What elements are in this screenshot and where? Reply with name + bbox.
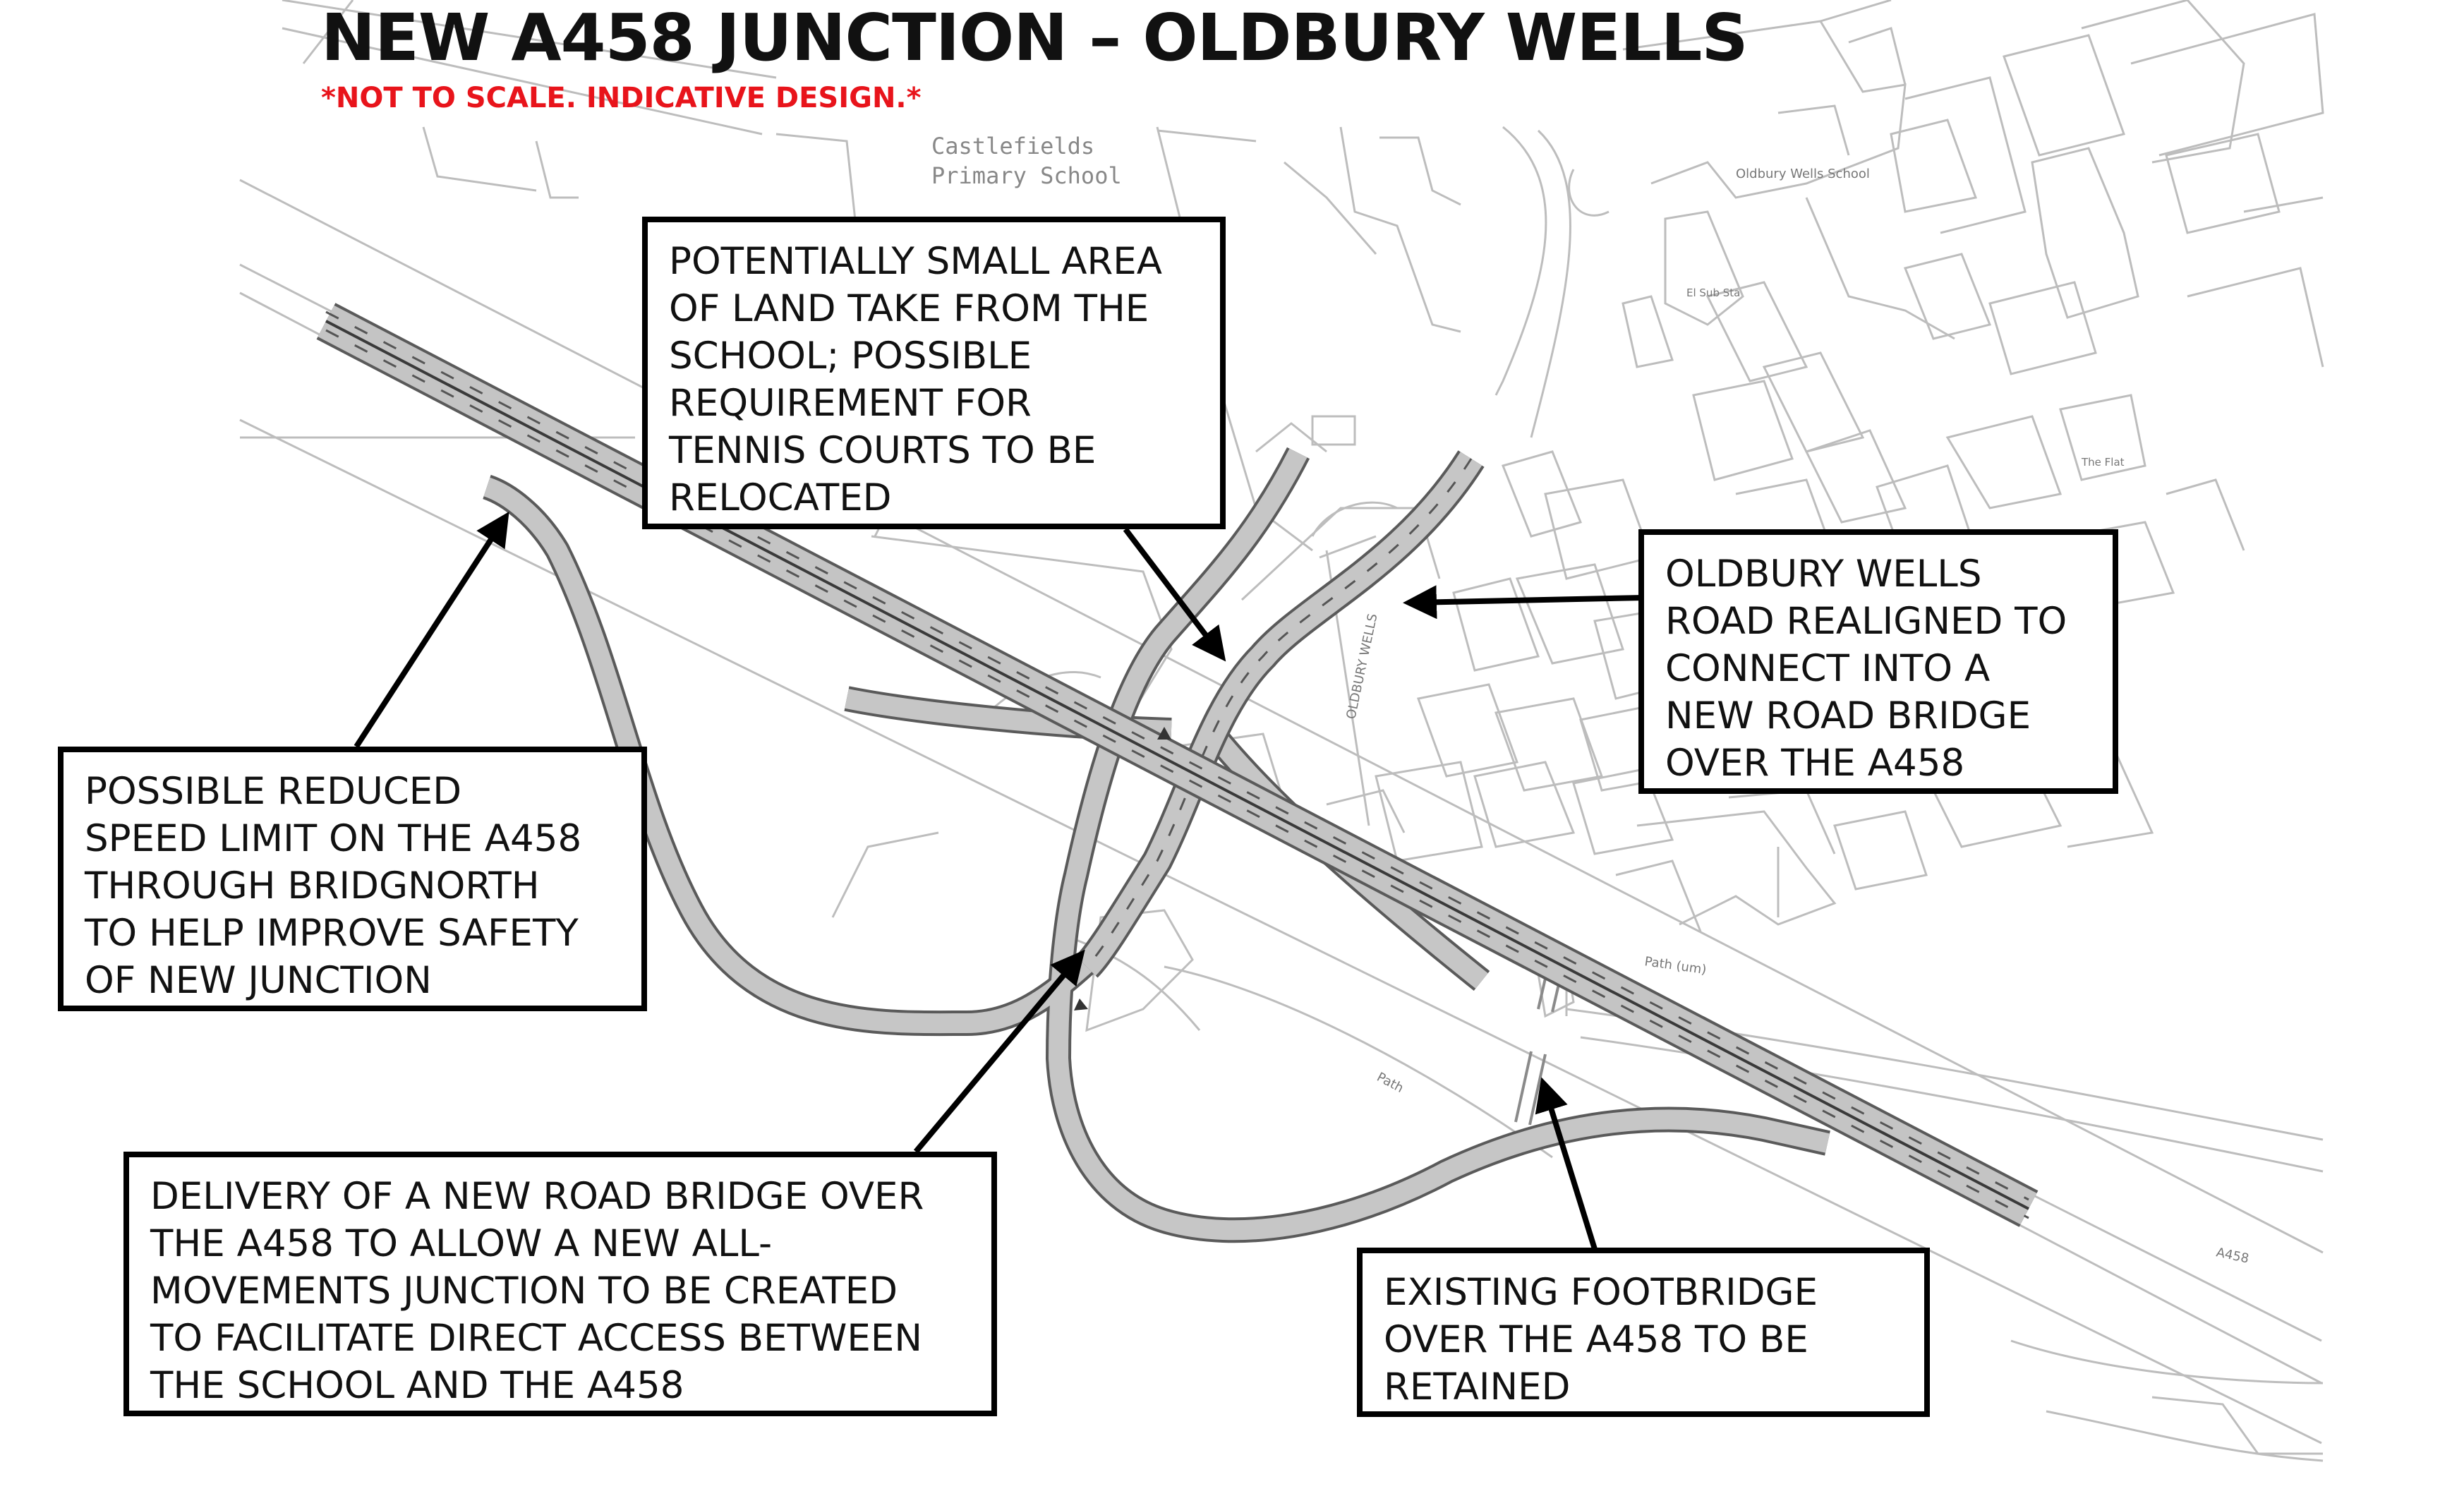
arrow-realigned bbox=[1403, 585, 1645, 620]
path-label: Path bbox=[1375, 1070, 1406, 1096]
arrow-speed-limit bbox=[354, 511, 509, 749]
school-label-line2: Primary School bbox=[931, 162, 1122, 189]
page-subtitle: *NOT TO SCALE. INDICATIVE DESIGN.* bbox=[321, 82, 922, 114]
callout-footbridge: EXISTING FOOTBRIDGE OVER THE A458 TO BE … bbox=[1357, 1248, 1930, 1417]
path-um-label: Path (um) bbox=[1643, 954, 1707, 977]
oldbury-school-label: Oldbury Wells School bbox=[1736, 167, 1870, 181]
proposed-roads bbox=[316, 303, 2039, 1243]
oldbury-wells-road-label: OLDBURY WELLS bbox=[1343, 613, 1380, 720]
callout-land-take: POTENTIALLY SMALL AREA OF LAND TAKE FROM… bbox=[642, 217, 1226, 529]
the-flat-label: The Flat bbox=[2081, 456, 2125, 469]
school-label-line1: Castlefields bbox=[931, 133, 1094, 159]
arrow-land-take bbox=[1123, 527, 1226, 662]
callout-realigned: OLDBURY WELLS ROAD REALIGNED TO CONNECT … bbox=[1638, 529, 2118, 794]
callout-speed-limit: POSSIBLE REDUCED SPEED LIMIT ON THE A458… bbox=[58, 747, 647, 1011]
callout-arrows bbox=[354, 511, 1645, 1250]
give-way-markings bbox=[1074, 727, 1171, 1011]
a458-road-label: A458 bbox=[2215, 1245, 2250, 1266]
arrow-new-bridge bbox=[913, 949, 1085, 1154]
arrow-footbridge bbox=[1535, 1077, 1598, 1250]
page-title: NEW A458 JUNCTION – OLDBURY WELLS bbox=[321, 0, 1749, 76]
callout-new-bridge: DELIVERY OF A NEW ROAD BRIDGE OVER THE A… bbox=[123, 1152, 997, 1416]
sub-sta-label: El Sub Sta bbox=[1686, 286, 1740, 299]
